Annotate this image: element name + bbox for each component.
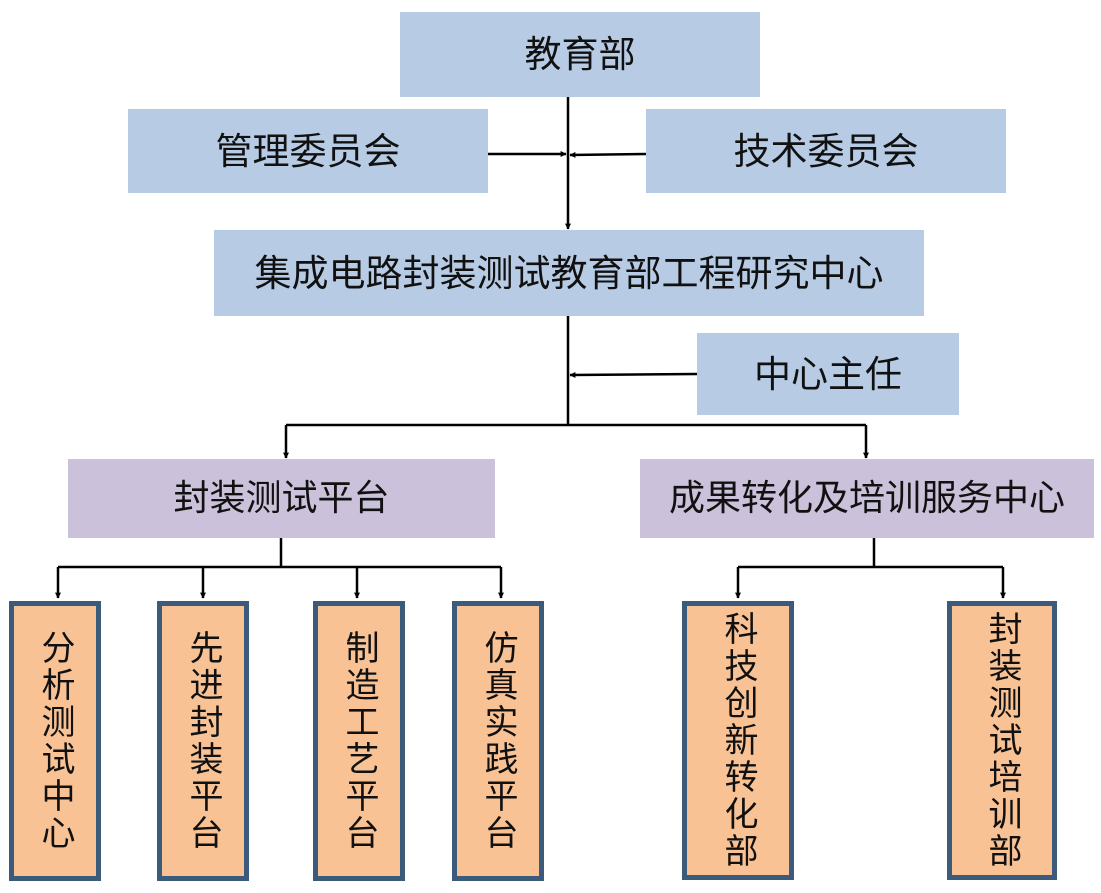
tech-innovation-transfer-label: 科技创新转化部 — [718, 611, 758, 870]
simulation-practice-platform-box: 仿真实践平台 — [452, 601, 544, 881]
advanced-packaging-platform-label: 先进封装平台 — [183, 630, 223, 852]
advanced-packaging-platform-box: 先进封装平台 — [157, 601, 249, 881]
center-box: 集成电路封装测试教育部工程研究中心 — [214, 230, 924, 316]
technical-committee-box: 技术委员会 — [646, 109, 1006, 193]
management-committee-box: 管理委员会 — [128, 109, 488, 193]
achievement-transfer-center-label: 成果转化及培训服务中心 — [668, 477, 1065, 519]
packaging-test-platform-box: 封装测试平台 — [68, 459, 495, 538]
director-box: 中心主任 — [697, 333, 959, 415]
analysis-test-center-box: 分析测试中心 — [9, 601, 101, 881]
packaging-test-training-box: 封装测试培训部 — [947, 601, 1057, 880]
simulation-practice-platform-label: 仿真实践平台 — [478, 630, 518, 852]
ministry-box: 教育部 — [400, 12, 760, 97]
center-label: 集成电路封装测试教育部工程研究中心 — [254, 251, 884, 295]
technical-committee-label: 技术委员会 — [733, 129, 919, 173]
packaging-test-platform-label: 封装测试平台 — [173, 477, 390, 519]
arrow-director — [569, 371, 698, 378]
director-label: 中心主任 — [754, 352, 902, 396]
packaging-test-training-label: 封装测试培训部 — [982, 611, 1022, 870]
ministry-label: 教育部 — [524, 33, 636, 76]
analysis-test-center-label: 分析测试中心 — [35, 630, 75, 852]
manufacturing-process-platform-label: 制造工艺平台 — [339, 630, 379, 852]
arrow-technical-committee — [569, 151, 647, 158]
management-committee-label: 管理委员会 — [215, 129, 401, 173]
tech-innovation-transfer-box: 科技创新转化部 — [682, 601, 794, 880]
manufacturing-process-platform-box: 制造工艺平台 — [313, 601, 405, 881]
achievement-transfer-center-box: 成果转化及培训服务中心 — [640, 459, 1094, 538]
